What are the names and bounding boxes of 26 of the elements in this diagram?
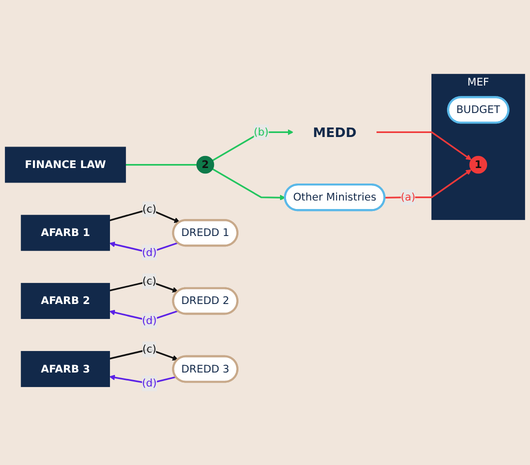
connector <box>126 164 197 166</box>
edge-label: (d) <box>142 314 157 326</box>
arrow <box>109 309 178 322</box>
edge-label: (c) <box>142 342 156 356</box>
edge-label: (a) <box>400 190 416 203</box>
edge-label: (b) <box>254 125 269 138</box>
arrow <box>384 169 472 198</box>
node-box: AFARB 2 <box>20 282 110 319</box>
edge-label: (d) <box>142 376 157 390</box>
arrow <box>109 241 178 254</box>
edge-label: (c) <box>142 202 156 215</box>
arrow <box>109 348 178 360</box>
arrow <box>212 129 294 161</box>
node-circle: 2 <box>196 156 214 174</box>
arrow <box>376 131 472 160</box>
edge-label: (c) <box>142 274 156 287</box>
arrow <box>109 208 180 223</box>
edge-label: (d) <box>142 246 157 258</box>
node-text: MEDD <box>312 124 357 140</box>
node-box: AFARB 3 <box>20 350 110 387</box>
node-box: FINANCE LAW <box>4 146 126 182</box>
arrow <box>212 168 286 200</box>
node-box: AFARB 1 <box>20 214 110 251</box>
arrow <box>109 374 176 384</box>
node-circle: 1 <box>469 156 488 174</box>
arrow <box>109 280 178 292</box>
